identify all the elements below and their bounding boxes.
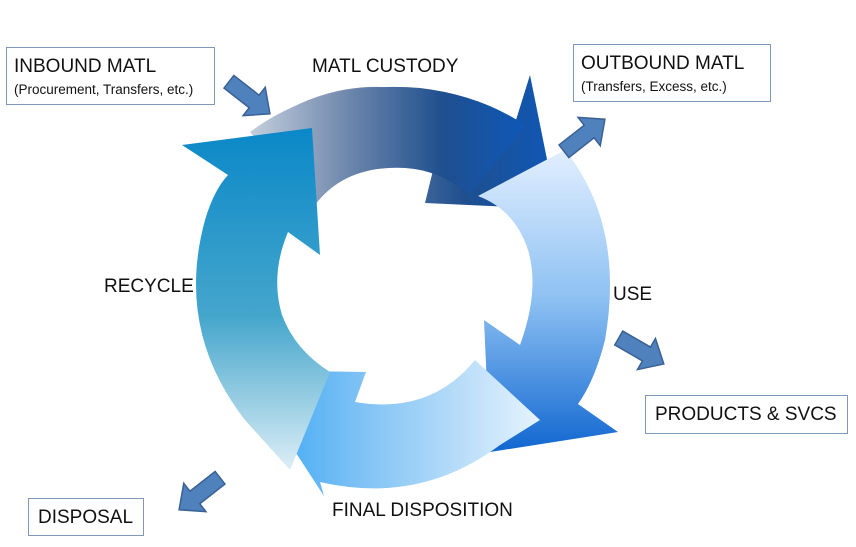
inbound-arrow-icon xyxy=(222,74,271,117)
outbound-subtitle: (Transfers, Excess, etc.) xyxy=(581,78,727,94)
products-title: PRODUCTS & SVCS xyxy=(655,404,837,425)
cycle-arrow-recycle xyxy=(182,128,330,470)
disposal-box: DISPOSAL xyxy=(28,498,144,536)
outbound-box: OUTBOUND MATL (Transfers, Excess, etc.) xyxy=(573,44,771,102)
stage-label-recycle: RECYCLE xyxy=(104,276,194,297)
products-arrow-icon xyxy=(613,330,665,371)
outbound-arrow-icon xyxy=(557,116,606,159)
stage-label-use: USE xyxy=(613,284,653,305)
disposal-arrow-icon xyxy=(178,470,227,513)
inbound-title: INBOUND MATL xyxy=(14,56,157,77)
products-box: PRODUCTS & SVCS xyxy=(645,395,848,434)
inbound-box: INBOUND MATL (Procurement, Transfers, et… xyxy=(6,47,215,105)
cycle-arrow-use xyxy=(478,150,618,452)
stage-label-disposition: FINAL DISPOSITION xyxy=(332,500,513,521)
stage-label-custody: MATL CUSTODY xyxy=(312,56,459,77)
cycle-arrow-custody-body xyxy=(250,86,525,205)
outbound-title: OUTBOUND MATL xyxy=(581,53,745,74)
inbound-subtitle: (Procurement, Transfers, etc.) xyxy=(14,81,194,97)
disposal-title: DISPOSAL xyxy=(38,507,134,528)
